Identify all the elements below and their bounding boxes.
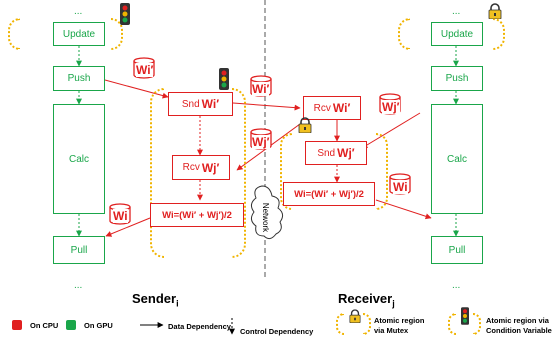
legend-mutex-bracket-open	[336, 313, 344, 335]
network-label: Network	[261, 202, 271, 232]
snd-label: Snd	[181, 98, 200, 110]
legend-gpu-swatch	[66, 320, 76, 330]
atomic-bracket-sender-open	[150, 88, 164, 258]
sender-title: Senderi	[132, 291, 179, 309]
receiver-title-text: Receiver	[338, 291, 393, 306]
legend-data-dependency-label: Data Dependency	[168, 322, 231, 331]
traffic-light-icon	[120, 3, 130, 25]
buffer-label-wi-plain-2: Wi	[393, 180, 408, 194]
snd-weight-receiver: Wj′	[337, 146, 355, 160]
update-node-sender: Update	[53, 22, 105, 46]
receiver-title: Receiverj	[338, 291, 395, 309]
ellipsis-top-right: ...	[452, 6, 461, 17]
legend-cpu-swatch	[12, 320, 22, 330]
buffer-label-wj-2: Wj′	[382, 100, 400, 114]
rcv-label-receiver: Rcv	[313, 102, 331, 114]
sender-title-text: Sender	[132, 291, 177, 306]
pull-node-receiver: Pull	[431, 236, 483, 264]
ellipsis-bottom-left: ...	[74, 280, 83, 291]
network-label-wrap: Network	[255, 194, 277, 240]
rcv-weight: Wj′	[201, 160, 220, 175]
calc-node-sender: Calc	[53, 104, 105, 214]
rcv-label: Rcv	[182, 162, 200, 173]
legend-condvar-bracket-open	[448, 313, 456, 335]
receiver-title-sub: j	[392, 298, 395, 309]
legend-mutex-label: Atomic region via Mutex	[374, 316, 425, 335]
legend-cpu-label: On CPU	[30, 321, 59, 330]
legend-gpu-label: On GPU	[84, 321, 113, 330]
lock-icon	[488, 3, 502, 19]
traffic-light-icon	[219, 68, 229, 90]
traffic-light-icon	[461, 307, 469, 325]
lock-icon	[298, 117, 312, 133]
sender-title-sub: i	[176, 298, 179, 309]
snd-label-receiver: Snd	[317, 147, 336, 159]
ellipsis-top-left: ...	[74, 6, 83, 17]
network-cloud	[250, 185, 284, 240]
calc-node-receiver: Calc	[431, 104, 483, 214]
snd-weight: Wi′	[201, 97, 220, 111]
push-node-receiver: Push	[431, 66, 483, 91]
pull-node-sender: Pull	[53, 236, 105, 264]
buffer-label-wj-1: Wj′	[252, 135, 270, 149]
buffer-label-wi-2: Wi′	[252, 82, 270, 96]
lock-icon	[349, 309, 361, 323]
update-node-receiver: Update	[431, 22, 483, 46]
atomic-bracket-update-left	[8, 18, 20, 50]
ellipsis-bottom-right: ...	[452, 280, 461, 291]
merge-node-receiver: Wi=(Wi′ + Wj′)/2	[283, 182, 375, 206]
push-node-sender: Push	[53, 66, 105, 91]
rcv-weight-receiver: Wi′	[332, 101, 351, 115]
merge-node-sender: Wi=(Wi′ + Wj′)/2	[150, 203, 244, 227]
atomic-bracket-update-right	[398, 18, 410, 50]
atomic-bracket-sender-close	[232, 88, 246, 258]
legend-condvar-label: Atomic region via Condition Variable	[486, 316, 552, 335]
buffer-label-wi-plain-1: Wi	[113, 209, 128, 223]
legend-control-dependency-label: Control Dependency	[240, 327, 314, 336]
atomic-bracket-receiver-close	[376, 133, 388, 210]
buffer-label-wi-1: Wi′	[136, 63, 154, 77]
